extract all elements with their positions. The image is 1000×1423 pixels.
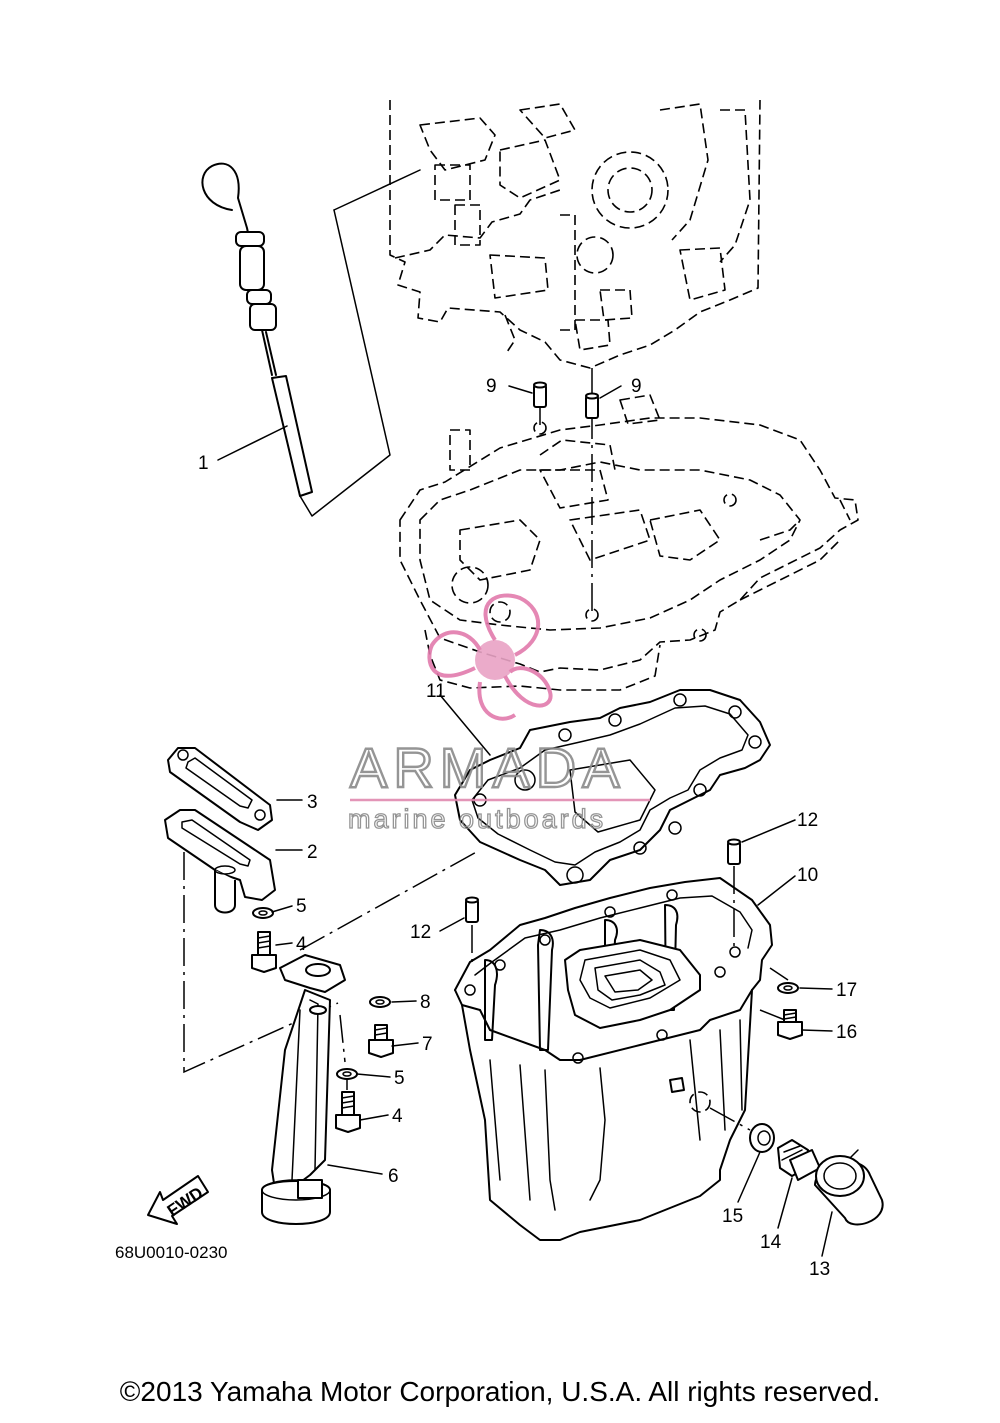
diagram-code: 68U0010-0230 bbox=[115, 1243, 227, 1262]
upper-casing-outline bbox=[399, 394, 859, 691]
callout-12-right: 12 bbox=[797, 810, 818, 831]
fwd-arrow-icon: FWD bbox=[147, 1175, 209, 1225]
callout-9-left: 9 bbox=[486, 376, 497, 397]
callout-17: 17 bbox=[836, 980, 857, 1001]
callout-5-upper: 5 bbox=[296, 896, 307, 917]
callout-11: 11 bbox=[426, 681, 446, 702]
callout-leaders bbox=[217, 385, 833, 1257]
callout-4-lower: 4 bbox=[392, 1106, 403, 1127]
callout-7: 7 bbox=[422, 1034, 433, 1055]
dowel-pin-9-right bbox=[585, 392, 599, 419]
washer-5-upper bbox=[252, 907, 274, 919]
oil-pan bbox=[454, 877, 773, 1241]
drain-plug bbox=[777, 1139, 821, 1181]
callout-12-left: 12 bbox=[410, 922, 431, 943]
callout-14: 14 bbox=[760, 1232, 782, 1253]
washer-8 bbox=[369, 996, 391, 1008]
callout-15: 15 bbox=[722, 1206, 743, 1227]
bolt-7 bbox=[368, 1024, 394, 1058]
callout-5-lower: 5 bbox=[394, 1068, 405, 1089]
drain-gasket bbox=[749, 1123, 775, 1153]
washer-17 bbox=[777, 982, 799, 994]
callout-16: 16 bbox=[836, 1022, 857, 1043]
watermark-brand: ARMADA bbox=[350, 736, 626, 799]
engine-block-outline bbox=[389, 99, 761, 369]
dowel-pin-12-left bbox=[465, 896, 479, 923]
dowel-pin-12-right bbox=[727, 838, 741, 865]
armada-watermark: ARMADA marine outboards bbox=[347, 593, 650, 835]
dipstick bbox=[201, 162, 313, 497]
bolt-4-upper bbox=[251, 931, 277, 973]
callout-6: 6 bbox=[388, 1166, 399, 1187]
drain-cap bbox=[814, 1149, 884, 1226]
oil-strainer-housing bbox=[164, 809, 276, 914]
bolt-4-lower bbox=[335, 1091, 361, 1133]
callout-9-right: 9 bbox=[631, 376, 642, 397]
callout-1: 1 bbox=[198, 453, 209, 474]
callout-3: 3 bbox=[307, 792, 318, 813]
callout-8: 8 bbox=[420, 992, 431, 1013]
strainer-gasket bbox=[167, 747, 273, 831]
propeller-logo-icon bbox=[427, 593, 553, 721]
oil-strainer-pipe bbox=[261, 954, 346, 1225]
callout-4-upper: 4 bbox=[296, 934, 307, 955]
callout-10: 10 bbox=[797, 865, 818, 886]
copyright-notice: ©2013 Yamaha Motor Corporation, U.S.A. A… bbox=[119, 1376, 881, 1407]
callout-2: 2 bbox=[307, 842, 318, 863]
watermark-tagline: marine outboards bbox=[348, 804, 606, 834]
callout-numbers: 1 9 9 3 2 5 4 8 7 5 4 6 11 12 12 10 17 1… bbox=[198, 376, 857, 1280]
washer-5-lower bbox=[336, 1068, 358, 1080]
callout-13: 13 bbox=[809, 1259, 830, 1280]
dowel-pin-9-left bbox=[533, 381, 547, 408]
bolt-16 bbox=[777, 1009, 803, 1040]
